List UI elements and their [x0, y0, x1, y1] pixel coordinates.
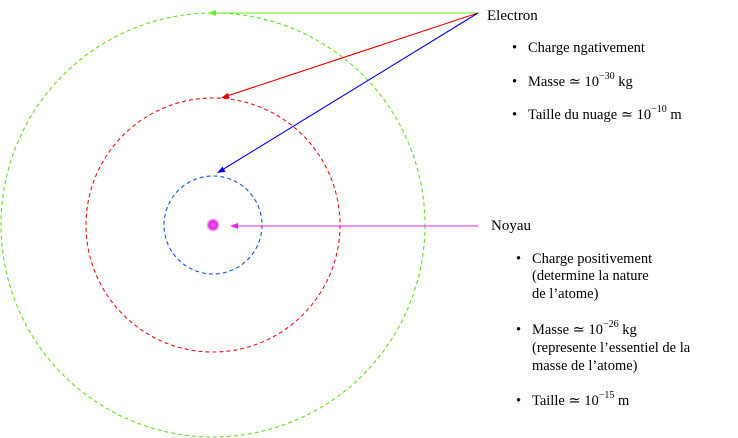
inner-orbit: [163, 175, 263, 275]
middle-orbit: [85, 97, 341, 353]
electron-arrow-blue: [217, 12, 479, 173]
noyau-mass-item: Masse ≃ 10−26 kg: [532, 319, 637, 338]
bullet: •: [512, 40, 517, 56]
noyau-properties: • Charge positivement (determine la natu…: [516, 251, 691, 409]
electron-label: Electron: [487, 8, 538, 24]
electron-charge-item: Charge ngativement: [528, 40, 645, 56]
electron-mass-item: Masse ≃ 10−30 kg: [528, 71, 633, 90]
noyau-arrow-magenta: [230, 223, 478, 229]
noyau-label: Noyau: [491, 218, 531, 234]
bullet: •: [512, 74, 517, 90]
noyau-size-item: Taille ≃ 10−15 m: [532, 390, 630, 409]
outer-orbit: [0, 12, 426, 438]
bullet: •: [516, 322, 521, 338]
electron-arrow-red: [221, 12, 479, 99]
noyau-charge-line-1: Charge positivement: [532, 251, 652, 267]
electron-size-item: Taille du nuage ≃ 10−10 m: [528, 104, 682, 123]
noyau-charge-line-2: (determine la nature: [532, 268, 649, 284]
electron-properties: • Charge ngativement • Masse ≃ 10−30 kg …: [512, 40, 682, 123]
noyau-mass-line-2: (represente l’essentiel de la: [532, 340, 691, 356]
bullet: •: [512, 107, 517, 123]
bullet: •: [516, 393, 521, 409]
electron-arrow-green: [208, 10, 478, 16]
bullet: •: [516, 251, 521, 267]
noyau-charge-line-3: de l’atome): [532, 286, 599, 302]
nucleus: [206, 218, 220, 232]
noyau-mass-line-3: masse de l’atome): [532, 358, 638, 374]
